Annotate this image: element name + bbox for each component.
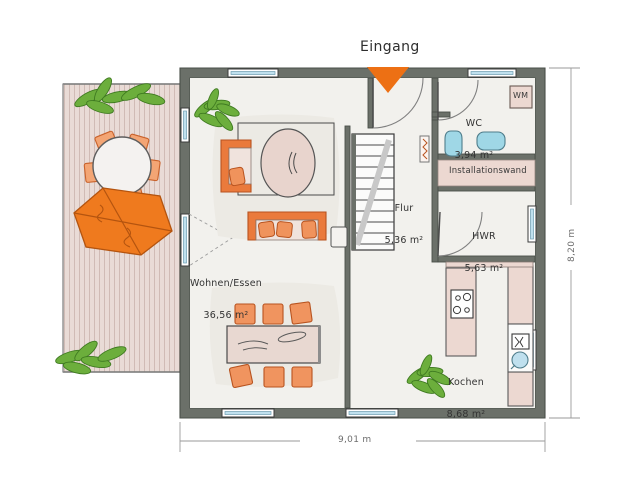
dining-set [226,301,321,389]
parasol [73,187,173,256]
entrance-label: Eingang [360,39,420,55]
room-label-wohnen-essen: Wohnen/Essen 36,56 m² [176,258,276,343]
doors [372,77,483,257]
living-room-furniture [220,122,348,248]
dimension-height-label: 8,20 m [567,228,577,262]
room-label-wc: WC 3,94 m² [448,98,500,183]
installation-wall-band [437,159,536,187]
plant-kitchen [406,354,452,398]
plant-terrace-bottom [55,340,127,375]
room-area-flur: 5,36 m² [384,235,424,247]
room-name-wohnen-essen: Wohnen/Essen [190,278,262,290]
installation-wall-label: Installationswand [449,166,527,176]
washing-machine-label: WM [513,91,529,100]
room-name-flur: Flur [394,203,414,215]
dimension-width-label: 9,01 m [338,435,372,445]
room-label-hwr: HWR 5,63 m² [458,211,510,296]
room-area-wc: 3,94 m² [454,150,494,162]
entrance-arrow-icon [367,67,409,93]
room-name-hwr: HWR [472,231,496,243]
room-area-hwr: 5,63 m² [464,263,504,275]
kitchen-furniture [445,261,534,407]
room-area-kochen: 8,68 m² [446,409,486,421]
wc-fixtures [419,85,533,163]
room-label-flur: Flur 5,36 m² [379,183,429,268]
staircase [351,133,395,251]
dimension-lines [179,67,580,452]
room-area-wohnen-essen: 36,56 m² [203,310,249,322]
room-name-kochen: Kochen [448,377,484,389]
room-name-wc: WC [465,118,483,130]
terrace-dining-set [73,130,173,256]
room-label-kochen: Kochen 8,68 m² [435,357,497,442]
plant-terrace-top [74,77,166,114]
plant-living-top [194,88,240,131]
